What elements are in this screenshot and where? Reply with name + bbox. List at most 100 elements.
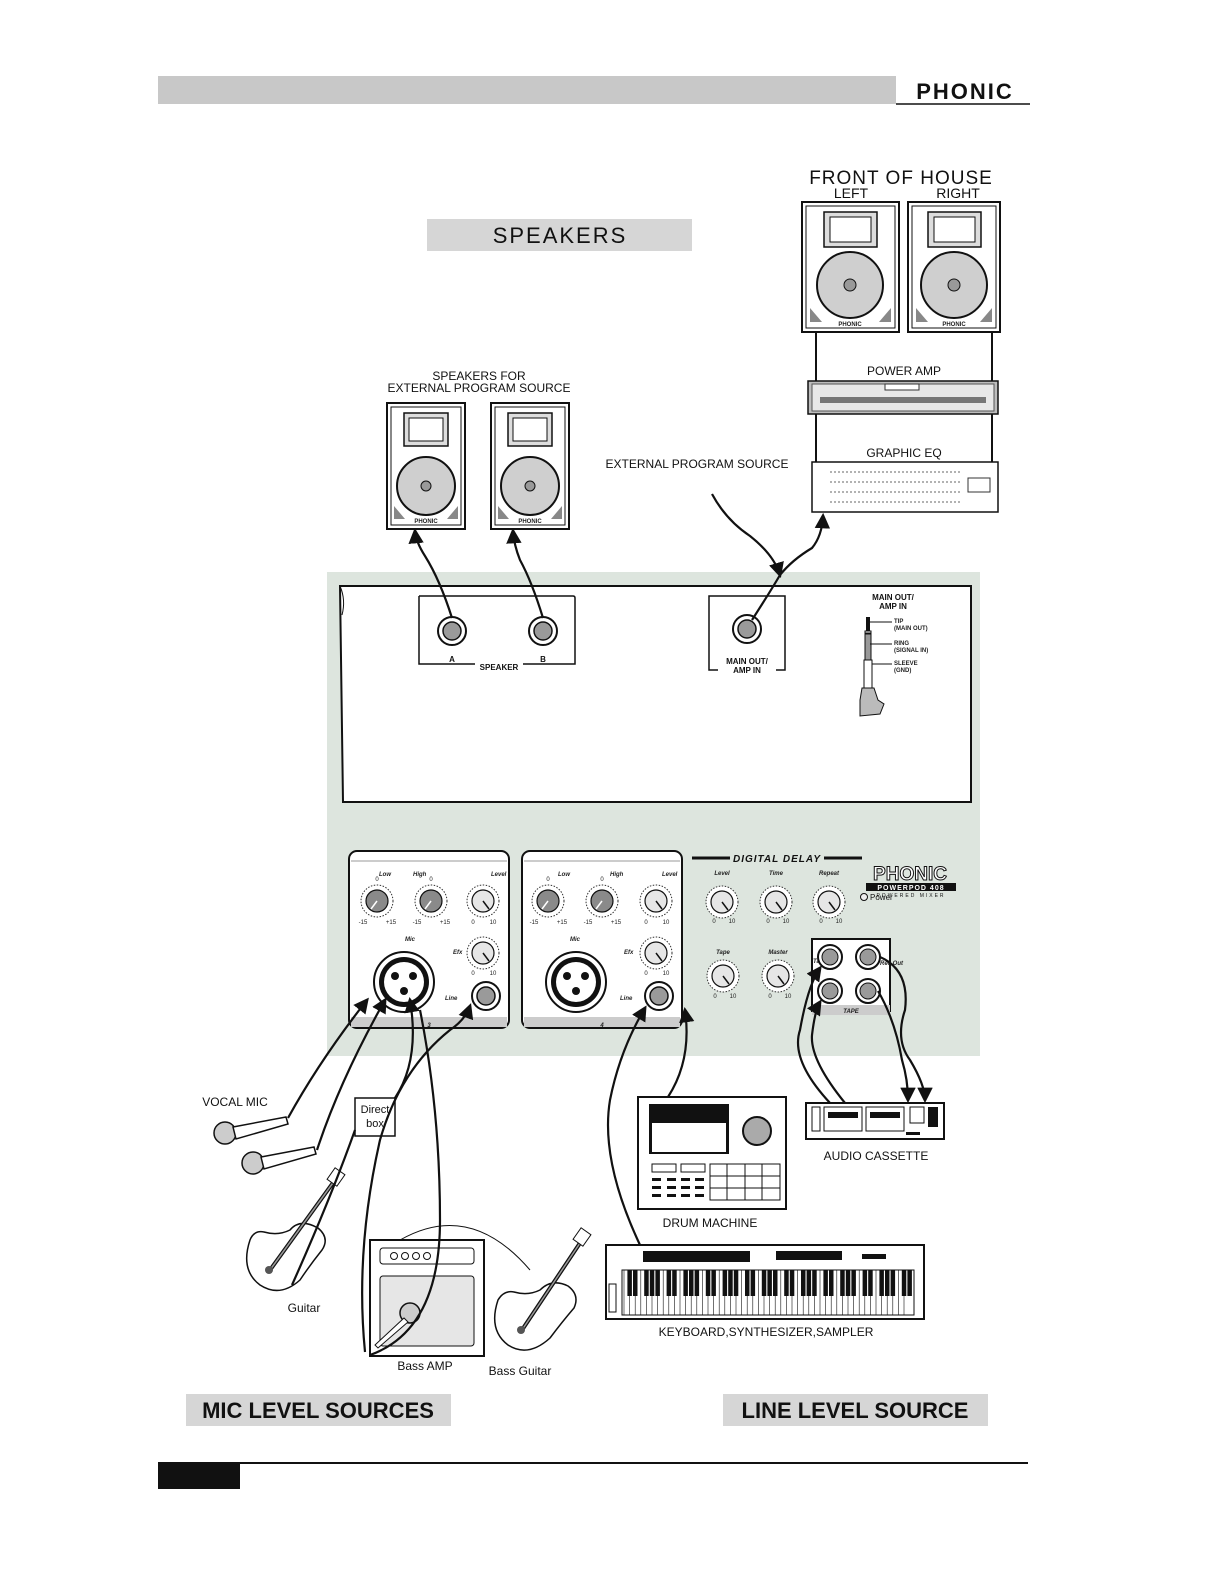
tape-io-section: Tape In Rec Out TAPE (811, 938, 904, 1015)
ch4-line-input[interactable] (644, 981, 674, 1011)
header-brand-logo: PHONIC (916, 79, 1014, 104)
ch3-number: 3 (427, 1023, 431, 1029)
speaker-jack-a[interactable] (437, 616, 467, 646)
page-number-tab (158, 1463, 240, 1489)
foh-left-speaker: PHONIC (801, 201, 900, 333)
front-brand-logo: PHONIC (873, 864, 947, 885)
speaker-section-label: SPEAKER (480, 663, 519, 672)
svg-text:0: 0 (375, 877, 379, 883)
svg-text:Efx: Efx (453, 950, 463, 956)
powerpod-logo: PHONIC POWERPOD 408 POWERED MIXER (864, 853, 956, 899)
ch3-high-knob[interactable] (414, 884, 448, 918)
svg-text:10: 10 (783, 919, 790, 925)
keyboard-black-key (907, 1270, 912, 1296)
speakers-title-box (427, 219, 692, 251)
svg-text:SLEEVE: SLEEVE (894, 661, 918, 667)
svg-text:Level: Level (662, 872, 678, 878)
svg-text:-15: -15 (530, 920, 539, 926)
foh-right-speaker: PHONIC (907, 201, 1001, 333)
ch3-line-input[interactable] (471, 981, 501, 1011)
bass-guitar-icon (493, 1227, 592, 1351)
svg-text:10: 10 (490, 971, 497, 977)
svg-text:10: 10 (663, 971, 670, 977)
channel-3-strip: Low High Level 0 0 -15 +15 -15 +15 0 10 … (348, 850, 510, 1029)
tape-level-knob[interactable] (706, 959, 740, 993)
svg-text:10: 10 (836, 919, 843, 925)
ch3-low-knob[interactable] (360, 884, 394, 918)
digital-delay-label: DIGITAL DELAY (733, 854, 821, 865)
tape-section-label: TAPE (843, 1009, 860, 1015)
svg-text:Low: Low (379, 872, 391, 878)
power-led-icon (860, 893, 868, 901)
svg-text:10: 10 (730, 994, 737, 1000)
svg-text:Mic: Mic (570, 937, 581, 943)
svg-text:PHONIC: PHONIC (838, 322, 862, 328)
svg-text:0: 0 (546, 877, 550, 883)
ch3-level-knob[interactable] (466, 884, 500, 918)
svg-text:+15: +15 (611, 920, 622, 926)
trs-legend: MAIN OUT/ AMP IN TIP (MAIN OUT) RING (SI… (859, 593, 928, 717)
ext-speaker-b: PHONIC (490, 402, 570, 530)
svg-text:Line: Line (445, 996, 458, 1002)
speaker-jack-b[interactable] (528, 616, 558, 646)
svg-text:0: 0 (429, 877, 433, 883)
vocal-mic-label: VOCAL MIC (202, 1095, 268, 1109)
cables (287, 493, 933, 1357)
keyboard-keys (623, 1270, 912, 1315)
svg-text:0: 0 (471, 971, 475, 977)
delay-repeat-knob[interactable] (812, 885, 846, 919)
ch4-low-knob[interactable] (531, 884, 565, 918)
svg-text:+15: +15 (557, 920, 568, 926)
ch4-high-knob[interactable] (585, 884, 619, 918)
svg-text:TIP: TIP (894, 619, 903, 625)
speaker-jack-b-label: B (540, 655, 546, 664)
svg-text:High: High (610, 872, 624, 878)
svg-text:High: High (413, 872, 427, 878)
tape-in-right-rca[interactable] (817, 978, 843, 1004)
main-out-jack[interactable] (732, 614, 762, 644)
external-speakers: SPEAKERS FOR EXTERNAL PROGRAM SOURCE PHO… (386, 369, 571, 530)
svg-text:Level: Level (491, 872, 507, 878)
svg-text:Level: Level (714, 871, 730, 877)
page-footer (158, 1462, 1028, 1489)
ch4-level-knob[interactable] (639, 884, 673, 918)
ch4-mic-xlr-input[interactable] (545, 951, 607, 1013)
delay-time-knob[interactable] (759, 885, 793, 919)
svg-text:0: 0 (768, 994, 772, 1000)
drum-machine-label: DRUM MACHINE (663, 1216, 758, 1230)
ch3-mic-xlr-input[interactable] (373, 951, 435, 1013)
delay-level-knob[interactable] (705, 885, 739, 919)
bass-amp-label: Bass AMP (397, 1359, 452, 1373)
rec-out-right-rca[interactable] (855, 978, 881, 1004)
svg-text:Efx: Efx (624, 950, 634, 956)
model-sub-label: POWERED MIXER (876, 893, 945, 899)
svg-text:-15: -15 (584, 920, 593, 926)
svg-text:Time: Time (769, 871, 784, 877)
master-level-knob[interactable] (761, 959, 795, 993)
graphic-eq-label: GRAPHIC EQ (866, 446, 941, 460)
svg-text:0: 0 (766, 919, 770, 925)
rec-out-left-rca[interactable] (855, 944, 881, 970)
svg-text:10: 10 (729, 919, 736, 925)
ext-speakers-label-1: SPEAKERS FOR (432, 369, 526, 383)
svg-text:PHONIC: PHONIC (942, 322, 966, 328)
svg-text:Line: Line (620, 996, 633, 1002)
rear-panel: SPEAKER A B MAIN OUT/ AMP IN MAIN OUT/ (338, 585, 972, 803)
line-level-source-title: LINE LEVEL SOURCE (742, 1398, 969, 1423)
audio-cassette-icon (805, 1102, 945, 1140)
trs-plug-icon (859, 617, 892, 717)
tape-in-left-rca[interactable] (817, 944, 843, 970)
vocal-mic-2-icon (241, 1146, 317, 1175)
page-header: PHONIC (158, 76, 1030, 105)
foh-right-label: RIGHT (936, 185, 980, 201)
ch4-efx-knob[interactable] (639, 936, 673, 970)
svg-text:Mic: Mic (405, 937, 416, 943)
svg-text:Tape: Tape (716, 950, 730, 956)
foh-title: FRONT OF HOUSE (809, 168, 993, 189)
svg-text:Master: Master (768, 950, 788, 956)
bass-amp-icon (369, 1239, 485, 1357)
channel-4-strip: Low High Level 0 0 -15 +15 -15 +15 0 10 … (521, 850, 683, 1029)
guitar-label: Guitar (288, 1301, 321, 1315)
ext-speakers-label-2: EXTERNAL PROGRAM SOURCE (388, 381, 571, 395)
ch3-efx-knob[interactable] (466, 936, 500, 970)
